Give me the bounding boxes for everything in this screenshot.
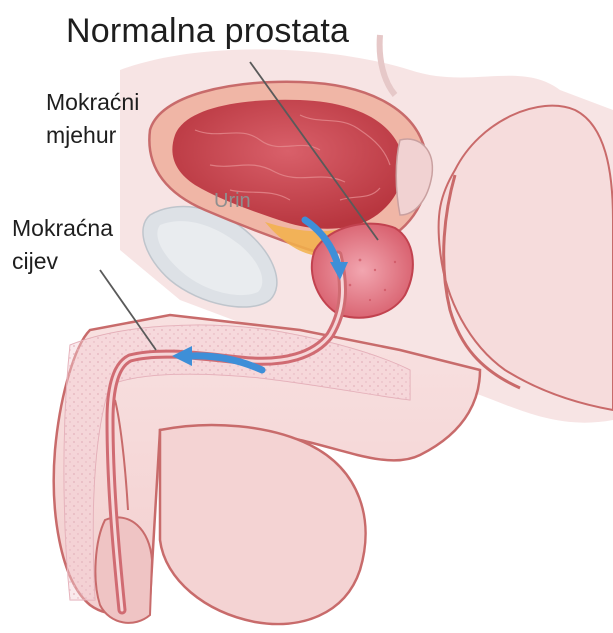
label-bladder: Mokraćni mjehur — [46, 86, 139, 152]
label-urethra-line1: Mokraćna — [12, 212, 113, 245]
label-urethra: Mokraćna cijev — [12, 212, 113, 278]
scrotum — [160, 425, 366, 624]
label-urine: Urin — [214, 190, 251, 213]
diagram-title: Normalna prostata — [66, 12, 349, 51]
label-urethra-line2: cijev — [12, 245, 113, 278]
label-bladder-line1: Mokraćni — [46, 86, 139, 119]
label-bladder-line2: mjehur — [46, 119, 139, 152]
